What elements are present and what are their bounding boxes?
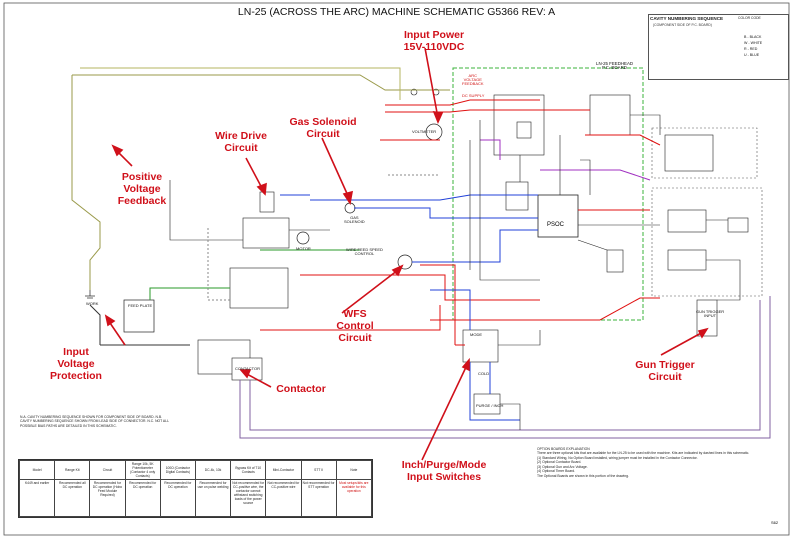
table-cell: Recommended for DC operation bbox=[124, 479, 161, 517]
arc-voltage-feedback-label: ARC VOLTAGE FEEDBACK bbox=[462, 73, 484, 86]
mode-switch-label: MODE bbox=[470, 332, 482, 337]
table-row: K449 and earlier Recommended all DC oper… bbox=[18, 479, 373, 517]
color-code-item: U - BLUE bbox=[744, 53, 760, 57]
voltmeter-label: VOLTMETER bbox=[412, 129, 437, 134]
motor-label: MOTOR bbox=[296, 246, 311, 251]
table-cell: Most setups/kits are available for this … bbox=[335, 479, 373, 517]
table-header-cell: Circuit bbox=[89, 460, 126, 480]
callout-wfs-control: WFS Control Circuit bbox=[336, 308, 374, 344]
table-cell: Recommended for DC operation bbox=[159, 479, 196, 517]
table-cell: Not recommended for STT operation bbox=[300, 479, 337, 517]
table-cell: Not recommended for CC-positive wire, th… bbox=[230, 479, 267, 517]
option-boards-explanation: OPTION BOARDS EXPLANATION There are thre… bbox=[537, 447, 750, 478]
work-label: WORK bbox=[86, 301, 99, 306]
page-number: S62 bbox=[771, 520, 779, 525]
table-header-cell: Range 10k, 5K Potentiometer (Contactor 4… bbox=[124, 460, 161, 480]
color-code-title: COLOR CODE bbox=[738, 16, 761, 20]
table-cell: Recommended all DC operation bbox=[54, 479, 91, 517]
table-header-cell: Model bbox=[18, 460, 56, 480]
table-header-cell: Bypass Kit of T10 Contacts bbox=[230, 460, 267, 480]
color-code-item: W - WHITE bbox=[744, 41, 763, 45]
gun-trigger-connector-label: GUN TRIGGER INPUT bbox=[696, 309, 725, 318]
gas-solenoid-label: GAS SOLENOID bbox=[344, 215, 365, 224]
table-header-cell: 100Ω (Contactor Digital Contacts) bbox=[159, 460, 196, 480]
compatibility-table: Model Range Kit Circuit Range 10k, 5K Po… bbox=[18, 459, 373, 518]
callout-positive-voltage-feedback: Positive Voltage Feedback bbox=[117, 171, 167, 207]
table-cell: Not recommended for CC-positive wire bbox=[265, 479, 302, 517]
psoc-label: PSOC bbox=[547, 222, 565, 228]
contactor-box-label: CONTACTOR bbox=[235, 366, 260, 371]
color-code-item: B - BLACK bbox=[744, 35, 762, 39]
callout-wire-drive: Wire Drive Circuit bbox=[215, 130, 267, 154]
schematic-title: LN-25 (ACROSS THE ARC) MACHINE SCHEMATIC… bbox=[237, 6, 556, 18]
table-header-cell: Note bbox=[335, 460, 373, 480]
wfs-pot-label: WIRE FEED SPEED CONTROL bbox=[346, 247, 383, 256]
table-cell: Recommended for DC operation (Hobo Feed … bbox=[89, 479, 126, 517]
dc-supply-label: DC SUPPLY bbox=[462, 93, 485, 98]
schematic-notes-left: N.A. CAVITY NUMBERING SEQUENCE SHOWN FOR… bbox=[20, 415, 169, 428]
table-header-cell: Mini-Contactor bbox=[265, 460, 302, 480]
table-cell: K449 and earlier bbox=[18, 479, 56, 517]
feed-plate-label: FEED PLATE bbox=[128, 303, 153, 308]
table-header-cell: STT II bbox=[300, 460, 337, 480]
cold-inch-label: COLD bbox=[478, 371, 490, 376]
purge-inch-label: PURGE / INCH bbox=[476, 403, 504, 408]
table-header-cell: DC-4k, 10k bbox=[194, 460, 232, 480]
feedhead-board-label: LN-25 FEEDHEAD P.C. BOARD bbox=[596, 61, 634, 71]
callout-input-power: Input Power 15V-110VDC bbox=[403, 29, 465, 53]
table-header-row: Model Range Kit Circuit Range 10k, 5K Po… bbox=[18, 460, 373, 480]
cavity-legend-title: CAVITY NUMBERING SEQUENCE bbox=[650, 16, 724, 21]
legend-box bbox=[648, 14, 789, 80]
callout-gas-solenoid: Gas Solenoid Circuit bbox=[289, 116, 357, 140]
callout-gun-trigger: Gun Trigger Circuit bbox=[635, 359, 695, 383]
callout-contactor: Contactor bbox=[276, 383, 326, 395]
cavity-legend-subtitle: (COMPONENT SIDE OF P.C. BOARD) bbox=[653, 23, 712, 27]
table-header-cell: Range Kit bbox=[54, 460, 91, 480]
callout-inch-purge-mode: Inch/Purge/Mode Input Switches bbox=[401, 459, 487, 483]
callout-input-voltage-protection: Input Voltage Protection bbox=[50, 346, 102, 382]
table-cell: Recommended for use on pulse welding bbox=[194, 479, 232, 517]
color-code-item: R - RED bbox=[744, 47, 758, 51]
